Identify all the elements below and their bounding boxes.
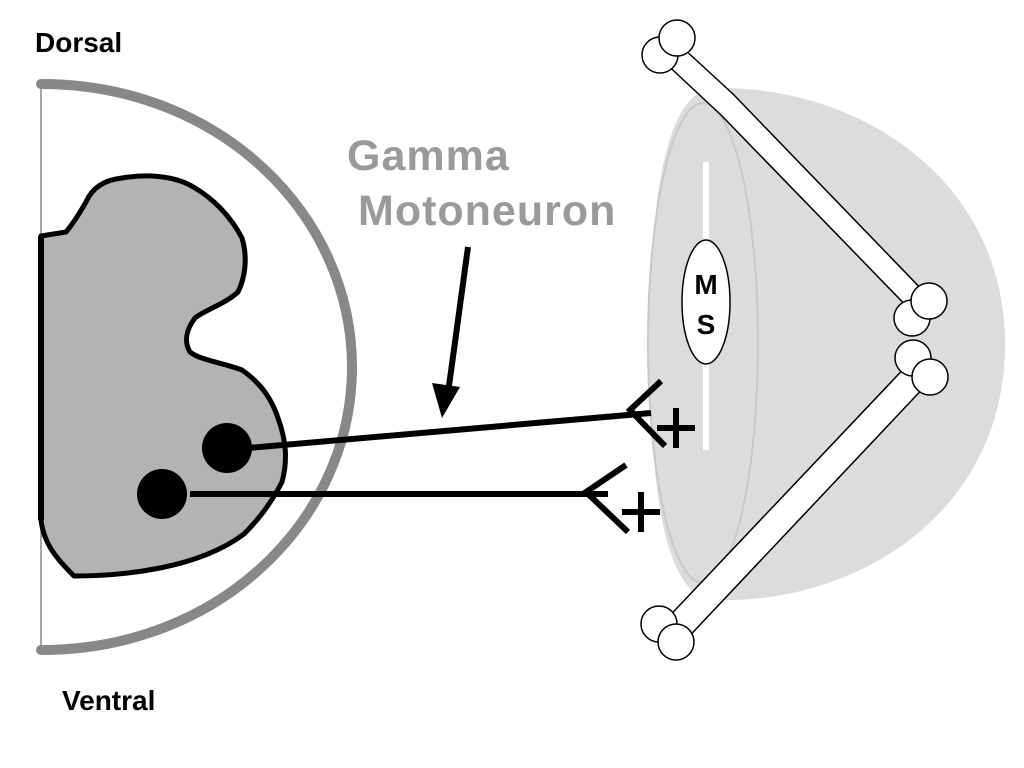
lower-bone-end-joint-b [657, 623, 695, 661]
gamma-motoneuron-axon [247, 410, 652, 451]
arrow-head [432, 383, 460, 418]
spinal-cord-hemisection [36, 79, 358, 655]
spinal-cord-outline [36, 79, 358, 655]
gamma-motoneuron-cell-body [202, 423, 252, 473]
gray-matter [38, 173, 288, 579]
elbow-joint-b [910, 282, 948, 320]
dorsal-label: Dorsal [35, 27, 122, 58]
spindle-label-s: S [697, 309, 716, 340]
muscle-spindle-sensory-region [681, 239, 731, 365]
elbow-joint-d [911, 358, 949, 396]
gamma-label-line2: Motoneuron [358, 187, 616, 235]
alpha-motoneuron-terminal [581, 462, 631, 535]
muscle: M S [647, 87, 1005, 601]
plus-sign-upper [657, 408, 695, 448]
plus-sign-lower [622, 492, 660, 532]
motor-pathways [190, 378, 695, 535]
gamma-motoneuron-terminal [625, 378, 668, 449]
gamma-pointer-arrow [432, 246, 471, 418]
spindle-label-m: M [694, 269, 717, 300]
arrow-shaft [446, 246, 471, 387]
gamma-label-line1: Gamma [347, 132, 510, 180]
skeleton-linkage [640, 19, 949, 661]
upper-bone-end-joint-b [658, 19, 696, 57]
ventral-label: Ventral [62, 685, 155, 716]
alpha-motoneuron-cell-body [137, 469, 187, 519]
